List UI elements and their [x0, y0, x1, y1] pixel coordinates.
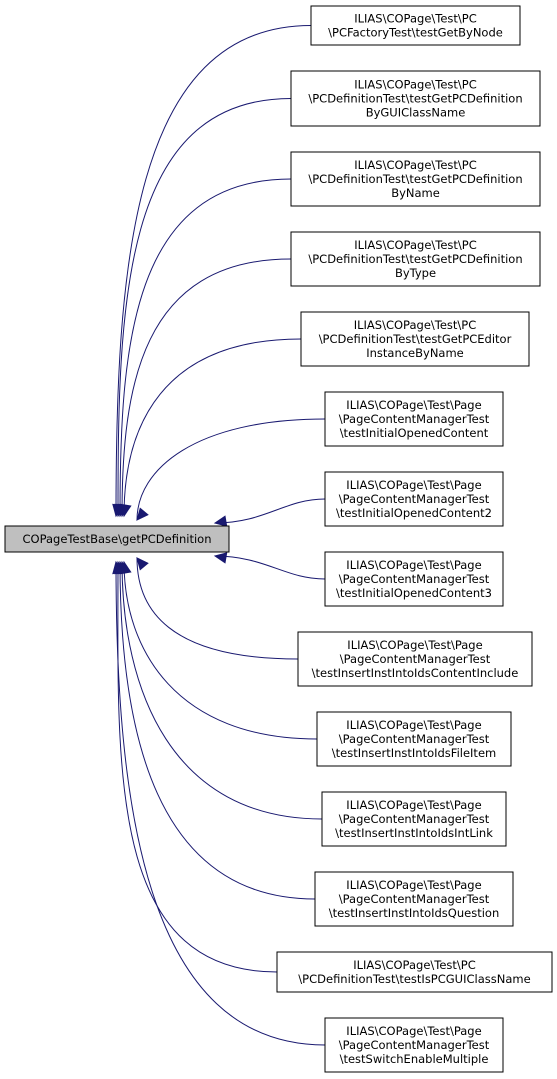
caller-node-n5[interactable]: ILIAS\COPage\Test\PC\PCDefinitionTest\te…	[300, 311, 530, 367]
caller-node-n11-label-line: \testInsertInstIntoIdsIntLink	[335, 826, 493, 840]
arrowhead-n7	[213, 515, 228, 527]
caller-node-n2-label-line: \PCDefinitionTest\testGetPCDefinition	[308, 92, 522, 106]
arrowhead-n8	[213, 552, 228, 564]
arrowhead-n6	[136, 507, 149, 521]
caller-node-n8-label-line: \testInitialOpenedContent3	[336, 586, 492, 600]
caller-node-n14-label-line: \PageContentManagerTest	[339, 1038, 490, 1052]
edge-n6	[136, 418, 326, 521]
caller-node-n3[interactable]: ILIAS\COPage\Test\PC\PCDefinitionTest\te…	[290, 151, 541, 207]
edge-n3	[119, 178, 292, 517]
edge-n5	[123, 338, 302, 517]
caller-node-n11-box	[321, 791, 507, 847]
caller-node-n11-label-line: \PageContentManagerTest	[339, 812, 490, 826]
caller-node-n5-label-line: \PCDefinitionTest\testGetPCEditor	[319, 332, 512, 346]
caller-node-n2-label-line: ILIAS\COPage\Test\PC	[354, 78, 477, 92]
caller-node-n4-box	[290, 231, 541, 287]
caller-node-n10-label-line: \PageContentManagerTest	[339, 732, 490, 746]
caller-node-n2[interactable]: ILIAS\COPage\Test\PC\PCDefinitionTest\te…	[290, 70, 541, 127]
caller-node-n14-box	[324, 1017, 504, 1073]
edge-n14	[115, 561, 326, 1046]
root-node-box	[4, 525, 230, 553]
caller-node-n8-label-line: \PageContentManagerTest	[339, 572, 490, 586]
caller-node-n13-label-line: \PCDefinitionTest\testIsPCGUIClassName	[298, 972, 530, 986]
edge-n8	[214, 555, 326, 580]
caller-node-n5-box	[300, 311, 530, 367]
caller-node-n7[interactable]: ILIAS\COPage\Test\Page\PageContentManage…	[324, 471, 504, 527]
caller-node-n4-label-line: ByType	[395, 266, 436, 280]
caller-node-n3-label-line: ByName	[391, 186, 440, 200]
caller-node-n7-label-line: \PageContentManagerTest	[339, 492, 490, 506]
caller-node-n3-label-line: \PCDefinitionTest\testGetPCDefinition	[308, 172, 522, 186]
caller-node-n2-label-line: ByGUIClassName	[366, 106, 466, 120]
caller-node-n2-box	[290, 70, 541, 127]
caller-node-n1[interactable]: ILIAS\COPage\Test\PC\PCFactoryTest\testG…	[310, 5, 521, 46]
caller-node-n13-box	[276, 951, 553, 993]
caller-node-n11-label-line: ILIAS\COPage\Test\Page	[346, 798, 481, 812]
caller-node-n3-label-line: ILIAS\COPage\Test\PC	[354, 158, 477, 172]
caller-node-n8-box	[324, 551, 504, 607]
caller-node-n9-label-line: \PageContentManagerTest	[340, 652, 491, 666]
caller-node-n7-label-line: ILIAS\COPage\Test\Page	[346, 478, 481, 492]
caller-node-n10-box	[316, 711, 512, 767]
caller-node-n13-label-line: ILIAS\COPage\Test\PC	[353, 958, 476, 972]
caller-node-n1-box	[310, 5, 521, 46]
caller-node-n7-label-line: \testInitialOpenedContent2	[336, 506, 492, 520]
caller-node-n13[interactable]: ILIAS\COPage\Test\PC\PCDefinitionTest\te…	[276, 951, 553, 993]
caller-node-n3-box	[290, 151, 541, 207]
arrowhead-n9	[136, 557, 149, 571]
edge-n4	[121, 258, 292, 517]
caller-node-n4-label-line: ILIAS\COPage\Test\PC	[354, 238, 477, 252]
caller-node-n6-label-line: \PageContentManagerTest	[339, 412, 490, 426]
caller-node-n14-label-line: ILIAS\COPage\Test\Page	[346, 1024, 481, 1038]
graph-nodes: ILIAS\COPage\Test\PC\PCFactoryTest\testG…	[4, 5, 553, 1073]
graph-edges	[112, 25, 326, 1046]
edge-n12	[119, 561, 316, 900]
caller-node-n6-box	[324, 391, 504, 447]
caller-node-n1-label-line: ILIAS\COPage\Test\PC	[354, 12, 477, 26]
caller-node-n12-box	[314, 871, 514, 927]
caller-node-n14-label-line: \testSwitchEnableMultiple	[340, 1052, 489, 1066]
edge-n1	[115, 25, 312, 517]
caller-node-n4[interactable]: ILIAS\COPage\Test\PC\PCDefinitionTest\te…	[290, 231, 541, 287]
caller-node-n5-label-line: ILIAS\COPage\Test\PC	[354, 318, 477, 332]
caller-node-n7-box	[324, 471, 504, 527]
caller-node-n14[interactable]: ILIAS\COPage\Test\Page\PageContentManage…	[324, 1017, 504, 1073]
edge-n11	[121, 561, 323, 820]
edge-n7	[214, 498, 326, 524]
caller-node-n8-label-line: ILIAS\COPage\Test\Page	[346, 558, 481, 572]
caller-node-n12-label-line: \testInsertInstIntoIdsQuestion	[329, 906, 499, 920]
arrowhead-n14	[112, 560, 124, 575]
caller-node-n6-label-line: ILIAS\COPage\Test\Page	[346, 398, 481, 412]
caller-node-n1-label-line: \PCFactoryTest\testGetByNode	[328, 26, 503, 40]
caller-node-n9-label-line: ILIAS\COPage\Test\Page	[347, 638, 482, 652]
caller-node-n12-label-line: ILIAS\COPage\Test\Page	[346, 878, 481, 892]
caller-node-n4-label-line: \PCDefinitionTest\testGetPCDefinition	[308, 252, 522, 266]
edge-n10	[123, 561, 318, 740]
caller-node-n10-label-line: ILIAS\COPage\Test\Page	[346, 718, 481, 732]
caller-node-n10-label-line: \testInsertInstIntoIdsFileItem	[332, 746, 496, 760]
root-node-label-line: COPageTestBase\getPCDefinition	[23, 532, 212, 546]
caller-node-n6-label-line: \testInitialOpenedContent	[340, 426, 489, 440]
root-node[interactable]: COPageTestBase\getPCDefinition	[4, 525, 230, 553]
caller-node-n9-label-line: \testInsertInstIntoIdsContentInclude	[312, 666, 519, 680]
caller-node-n9[interactable]: ILIAS\COPage\Test\Page\PageContentManage…	[297, 631, 533, 687]
caller-node-n6[interactable]: ILIAS\COPage\Test\Page\PageContentManage…	[324, 391, 504, 447]
caller-node-n9-box	[297, 631, 533, 687]
edge-n13	[117, 561, 278, 973]
edge-n9	[136, 557, 299, 660]
caller-node-n12[interactable]: ILIAS\COPage\Test\Page\PageContentManage…	[314, 871, 514, 927]
edge-n2	[117, 98, 292, 517]
caller-node-n8[interactable]: ILIAS\COPage\Test\Page\PageContentManage…	[324, 551, 504, 607]
caller-node-n5-label-line: InstanceByName	[366, 346, 464, 360]
arrowhead-n5	[120, 503, 132, 518]
caller-node-n12-label-line: \PageContentManagerTest	[339, 892, 490, 906]
caller-node-n11[interactable]: ILIAS\COPage\Test\Page\PageContentManage…	[321, 791, 507, 847]
caller-node-n10[interactable]: ILIAS\COPage\Test\Page\PageContentManage…	[316, 711, 512, 767]
